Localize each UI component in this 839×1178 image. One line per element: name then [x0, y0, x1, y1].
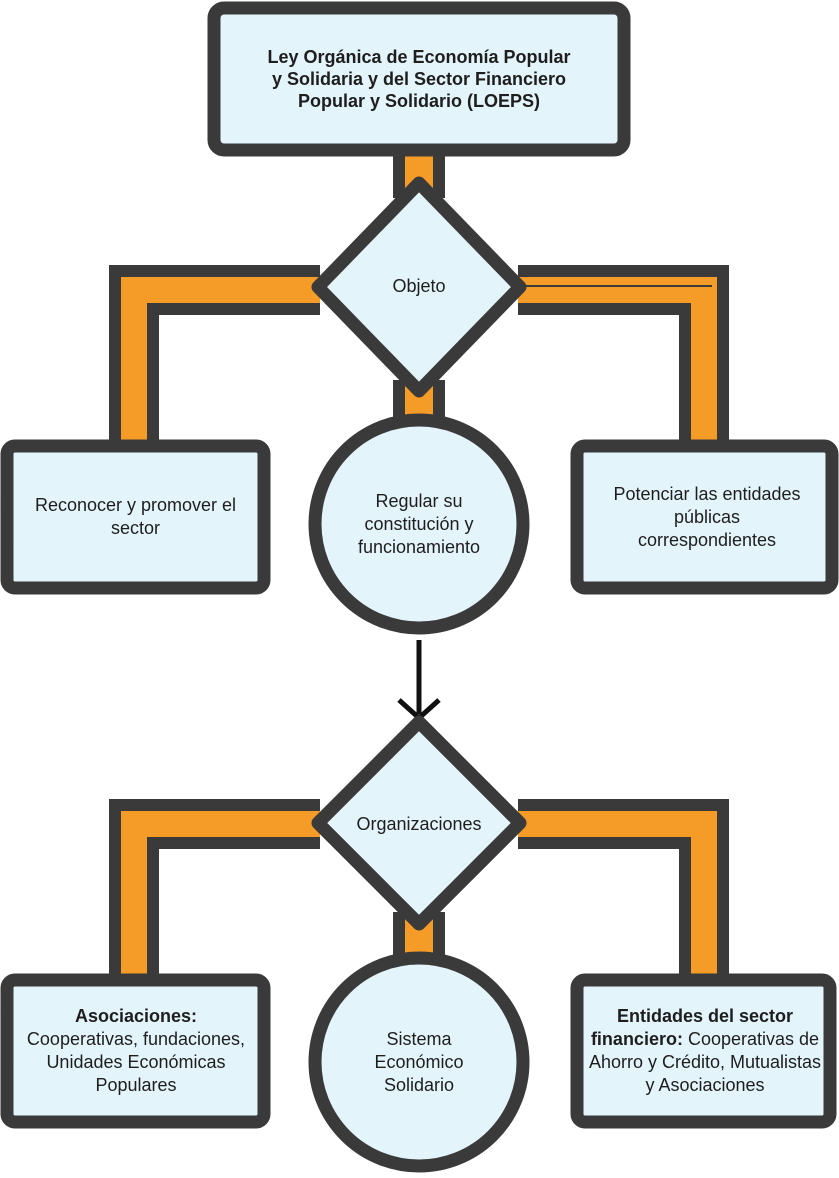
arrow-down: [397, 640, 441, 722]
box-asociaciones: [0, 973, 271, 1129]
box-asociaciones-label: Asociaciones: Cooperativas, fundaciones,…: [22, 990, 250, 1112]
box-reconocer: [0, 439, 271, 595]
decision-objeto-label: Objeto: [392, 275, 446, 296]
title-text: Ley Orgánica de Economía Popular y Solid…: [267, 47, 571, 111]
box-entidades-label: Entidades del sector financiero: Coopera…: [585, 990, 825, 1112]
connector-organizaciones-left: [109, 799, 320, 982]
circle-sistema-label: Sistema Económico Solidario: [374, 1028, 464, 1095]
box-potenciar: [570, 439, 839, 595]
title-box: [207, 1, 631, 157]
box-entidades: [570, 973, 837, 1129]
box-reconocer-label: Reconocer y promover el sector: [34, 495, 237, 538]
decision-organizaciones-label: Organizaciones: [356, 813, 482, 834]
decision-organizaciones-diamond: [311, 715, 527, 931]
decision-objeto-diamond: [311, 176, 527, 398]
entidades-bold: Entidades del sector financiero:: [590, 1006, 794, 1049]
connector-objeto-left: [109, 265, 320, 448]
circle-regular: [308, 413, 530, 635]
connector-objeto-right: [518, 265, 729, 448]
circle-regular-label: Regular su constitución y funcionamiento: [357, 490, 481, 557]
circle-sistema: [308, 951, 530, 1173]
asociaciones-rest: Cooperativas, fundaciones, Unidades Econ…: [26, 1029, 246, 1095]
entidades-rest: Cooperativas de Ahorro y Crédito, Mutual…: [588, 1029, 822, 1095]
asociaciones-bold: Asociaciones:: [74, 1006, 198, 1026]
box-potenciar-label: Potenciar las entidades públicas corresp…: [613, 483, 801, 550]
connector-organizaciones-right: [518, 799, 729, 982]
